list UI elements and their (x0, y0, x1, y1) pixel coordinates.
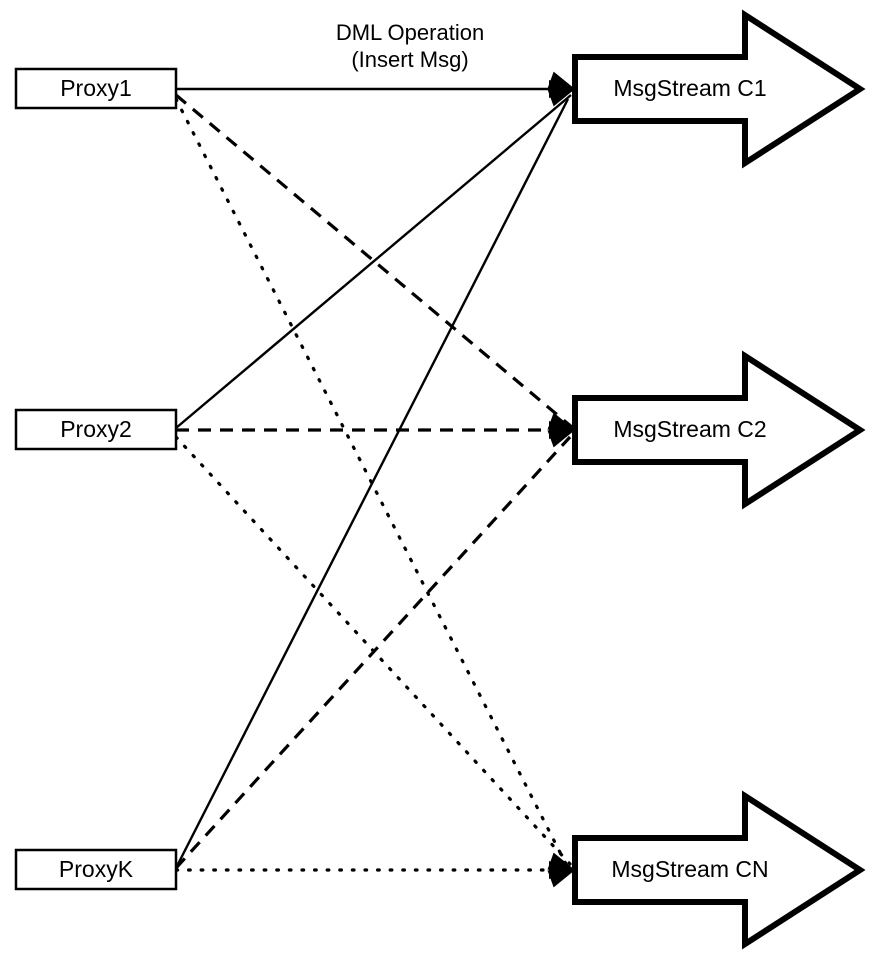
proxy-label: Proxy1 (60, 75, 132, 101)
block-arrow-shape (572, 9, 866, 169)
link-proxyK-to-stream_c1 (174, 98, 570, 869)
proxy-box-shape (14, 67, 178, 110)
edge-label-insert-msg: (Insert Msg) (351, 47, 468, 72)
link-proxyK-to-stream_c2 (174, 435, 572, 870)
arrowhead-wedge (547, 71, 575, 89)
msgstream-label: MsgStream C2 (613, 416, 766, 442)
arrowhead-cluster-head-cn (547, 852, 575, 888)
msgstream-label: MsgStream CN (611, 856, 768, 882)
arrowhead-wedge (547, 412, 575, 430)
proxy-node-proxy1[interactable]: Proxy1 (14, 67, 178, 110)
proxy-label: ProxyK (59, 856, 134, 882)
proxy-node-proxyk[interactable]: ProxyK (14, 848, 178, 891)
block-arrow-shape (572, 350, 866, 510)
msgstream-node-stream_cn[interactable]: MsgStream CN (572, 790, 866, 950)
msgstream-node-stream_c1[interactable]: MsgStream C1 (572, 9, 866, 169)
msgstream-label: MsgStream C1 (613, 75, 766, 101)
msgstream-node-stream_c2[interactable]: MsgStream C2 (572, 350, 866, 510)
proxy-box-shape (14, 408, 178, 451)
block-arrow-shape (572, 790, 866, 950)
proxy-node-proxy2[interactable]: Proxy2 (14, 408, 178, 451)
arrowheads-layer (547, 71, 575, 888)
links-layer (174, 87, 575, 872)
arrowhead-cluster-head-c1 (547, 71, 575, 107)
link-proxy2-to-stream_c1 (175, 94, 572, 429)
proxy-box-shape (14, 848, 178, 891)
edge-label-dml-operation: DML Operation (336, 20, 484, 45)
arrowhead-wedge (547, 852, 575, 870)
proxy-label: Proxy2 (60, 416, 132, 442)
arrowhead-cluster-head-c2 (547, 412, 575, 448)
